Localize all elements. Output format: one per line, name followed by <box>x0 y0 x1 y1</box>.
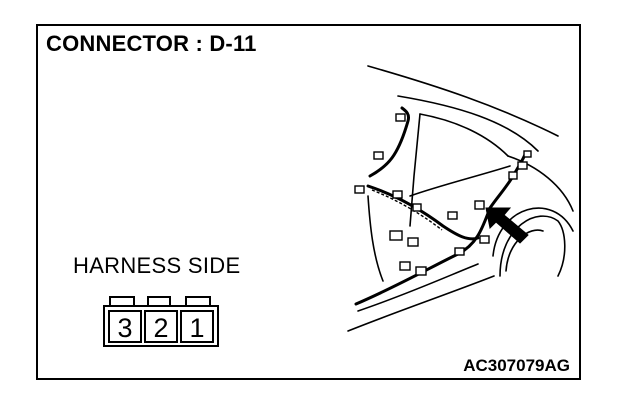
pin-cavity <box>180 310 214 343</box>
pointer-arrow-icon <box>485 207 529 244</box>
harness-connector <box>407 237 419 247</box>
harness-connector <box>523 150 532 158</box>
wheel <box>499 215 566 277</box>
harness-upper <box>368 106 410 178</box>
connector-face-icon: 3 2 1 <box>103 296 219 347</box>
harness-connector <box>454 247 465 256</box>
roof-line <box>367 65 559 137</box>
diagram-frame: CONNECTOR : D-11 <box>36 24 581 380</box>
harness-main <box>354 206 492 306</box>
harness-connector <box>354 185 365 194</box>
harness-connector <box>517 161 528 170</box>
harness-connector <box>508 171 518 180</box>
d11-connector <box>474 200 485 210</box>
harness-connector <box>373 151 384 160</box>
harness-rear <box>488 150 528 210</box>
door-window-pillar <box>409 113 421 227</box>
harness-connector <box>415 266 427 276</box>
connector-tab-center <box>147 296 171 306</box>
floor-line <box>357 263 479 312</box>
door-window-top <box>419 113 509 157</box>
figure-code: AC307079AG <box>463 356 570 375</box>
harness-side-label: HARNESS SIDE <box>73 253 241 278</box>
pin-cavity <box>108 310 142 343</box>
connector-title: CONNECTOR : D-11 <box>46 31 257 56</box>
pin-label-1: 1 <box>189 313 204 343</box>
window-sill <box>409 165 511 197</box>
window-frame-outer <box>397 95 539 152</box>
harness-connector <box>479 235 490 244</box>
connector-body <box>103 305 219 347</box>
pin-cavity <box>144 310 178 343</box>
quarter-panel <box>507 155 574 212</box>
connector-tab-left <box>109 296 135 306</box>
harness-connector <box>395 113 406 122</box>
harness-connector <box>447 211 458 220</box>
harness-connector <box>389 230 403 241</box>
harness-tape <box>371 189 443 231</box>
harness-connector <box>412 203 422 212</box>
pin-label-2: 2 <box>153 313 168 343</box>
harness-branch <box>366 184 480 241</box>
vehicle-harness-illustration <box>347 65 574 332</box>
harness-connector <box>399 261 411 271</box>
pin-label-3: 3 <box>117 313 132 343</box>
rocker-line <box>347 275 495 332</box>
harness-connector <box>392 190 403 199</box>
wheel-arch <box>492 207 574 257</box>
connector-tab-right <box>185 296 211 306</box>
b-pillar <box>367 195 384 282</box>
